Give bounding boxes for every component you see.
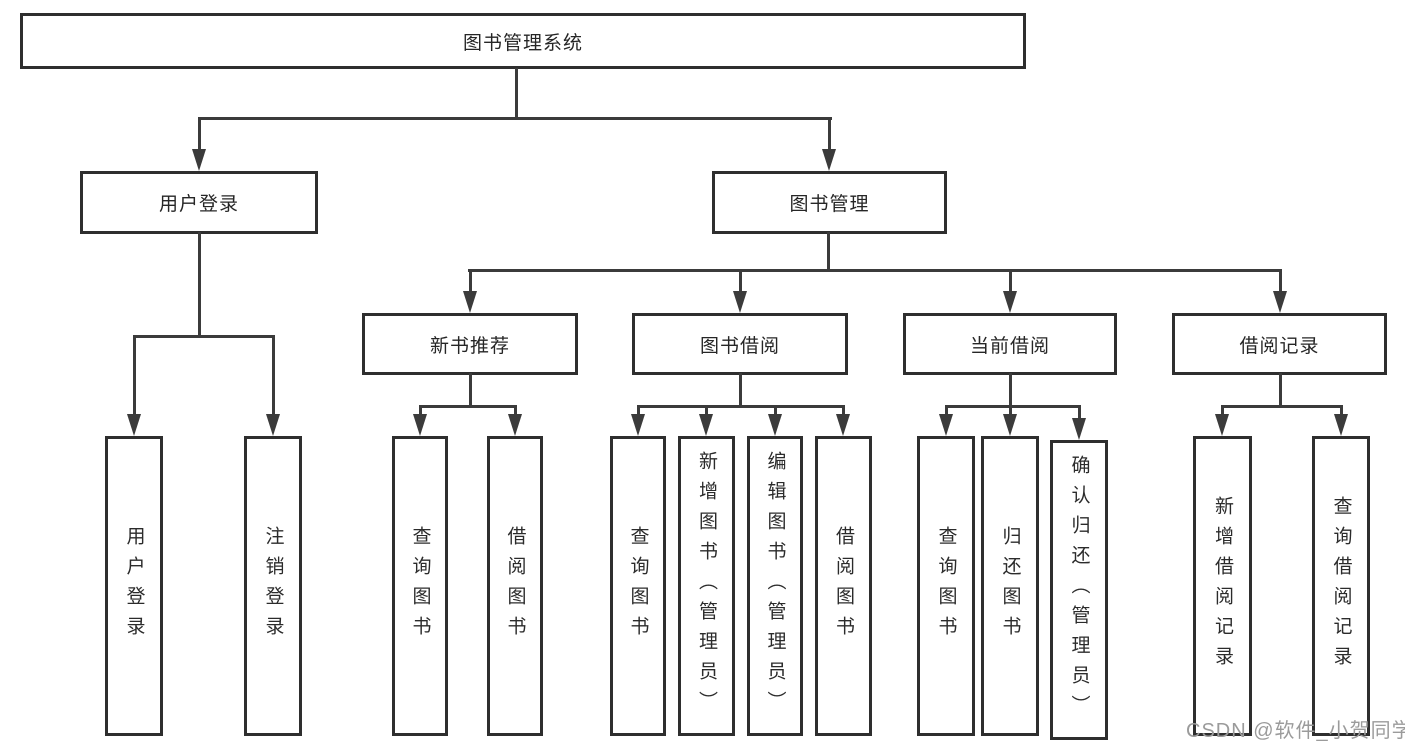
node-current-borrow-label: 当前借阅 — [969, 335, 1050, 357]
line-segment — [1279, 269, 1282, 294]
node-book-management: 图书管理 — [712, 171, 947, 234]
arrowhead-icon — [768, 414, 782, 436]
arrowhead-icon — [127, 414, 141, 436]
leaf-add-book-admin: 新增图书（管理员） — [678, 436, 735, 736]
leaf-add-borrow-record-label: 新增借阅记录 — [1212, 496, 1233, 676]
node-current-borrow: 当前借阅 — [903, 313, 1117, 375]
arrowhead-icon — [733, 291, 747, 313]
arrowhead-icon — [192, 149, 206, 171]
node-root-label: 图书管理系统 — [462, 32, 583, 54]
line-segment — [1009, 269, 1012, 294]
line-segment — [133, 335, 275, 338]
arrowhead-icon — [463, 291, 477, 313]
leaf-user-login: 用户登录 — [105, 436, 163, 736]
leaf-borrow-book-1-label: 借阅图书 — [504, 526, 526, 646]
arrowhead-icon — [508, 414, 522, 436]
line-segment — [133, 335, 136, 416]
line-segment — [827, 232, 830, 272]
line-segment — [1078, 405, 1081, 420]
line-segment — [515, 68, 518, 118]
leaf-query-borrow-record-label: 查询借阅记录 — [1330, 496, 1352, 676]
line-segment — [469, 269, 472, 294]
line-segment — [1279, 373, 1282, 408]
line-segment — [774, 405, 777, 416]
csdn-watermark: CSDN @软件_小贺同学 — [1186, 720, 1405, 742]
line-segment — [419, 405, 422, 416]
line-segment — [739, 269, 742, 294]
arrowhead-icon — [1072, 418, 1086, 440]
leaf-query-book-2-label: 查询图书 — [627, 526, 649, 646]
leaf-return-book-label: 归还图书 — [999, 526, 1021, 646]
leaf-query-book-3-label: 查询图书 — [935, 526, 957, 646]
leaf-query-book-1: 查询图书 — [392, 436, 448, 736]
line-segment — [198, 117, 832, 120]
line-segment — [1221, 405, 1224, 416]
arrowhead-icon — [631, 414, 645, 436]
arrowhead-icon — [1003, 291, 1017, 313]
line-segment — [469, 373, 472, 408]
line-segment — [468, 269, 1282, 272]
node-user-login-label: 用户登录 — [158, 194, 239, 215]
node-book-borrow: 图书借阅 — [632, 313, 848, 375]
leaf-query-borrow-record: 查询借阅记录 — [1312, 436, 1370, 736]
line-segment — [1009, 373, 1012, 408]
leaf-confirm-return-admin: 确认归还（管理员） — [1050, 440, 1108, 740]
arrowhead-icon — [1334, 414, 1348, 436]
line-segment — [945, 405, 1081, 408]
node-book-management-label: 图书管理 — [789, 194, 870, 215]
node-user-login: 用户登录 — [80, 171, 318, 234]
leaf-query-book-1-label: 查询图书 — [409, 526, 431, 646]
leaf-query-book-2: 查询图书 — [610, 436, 666, 736]
arrowhead-icon — [266, 414, 280, 436]
leaf-logout: 注销登录 — [244, 436, 302, 736]
leaf-add-book-admin-label: 新增图书（管理员） — [696, 451, 717, 721]
node-root: 图书管理系统 — [20, 13, 1026, 69]
node-new-book-recommend-label: 新书推荐 — [429, 335, 510, 357]
line-segment — [198, 117, 201, 151]
node-new-book-recommend: 新书推荐 — [362, 313, 578, 375]
line-segment — [419, 405, 517, 408]
line-segment — [945, 405, 948, 416]
arrowhead-icon — [1215, 414, 1229, 436]
leaf-borrow-book-2-label: 借阅图书 — [833, 526, 854, 646]
arrowhead-icon — [836, 414, 850, 436]
line-segment — [828, 117, 831, 151]
arrowhead-icon — [822, 149, 836, 171]
line-segment — [637, 405, 640, 416]
leaf-logout-label: 注销登录 — [262, 526, 284, 646]
line-segment — [842, 405, 845, 416]
leaf-borrow-book-2: 借阅图书 — [815, 436, 872, 736]
leaf-return-book: 归还图书 — [981, 436, 1039, 736]
line-segment — [198, 232, 201, 338]
leaf-user-login-label: 用户登录 — [123, 526, 145, 646]
leaf-edit-book-admin: 编辑图书（管理员） — [747, 436, 803, 736]
line-segment — [705, 405, 708, 416]
node-book-borrow-label: 图书借阅 — [699, 335, 780, 357]
leaf-borrow-book-1: 借阅图书 — [487, 436, 543, 736]
arrowhead-icon — [413, 414, 427, 436]
arrowhead-icon — [939, 414, 953, 436]
line-segment — [514, 405, 517, 416]
leaf-query-book-3: 查询图书 — [917, 436, 975, 736]
arrowhead-icon — [1003, 414, 1017, 436]
line-segment — [1221, 405, 1343, 408]
line-segment — [739, 373, 742, 408]
node-borrow-records-label: 借阅记录 — [1239, 335, 1320, 357]
line-segment — [1009, 405, 1012, 416]
leaf-confirm-return-admin-label: 确认归还（管理员） — [1068, 455, 1090, 725]
node-borrow-records: 借阅记录 — [1172, 313, 1387, 375]
arrowhead-icon — [1273, 291, 1287, 313]
leaf-add-borrow-record: 新增借阅记录 — [1193, 436, 1252, 736]
line-segment — [1340, 405, 1343, 416]
arrowhead-icon — [699, 414, 713, 436]
line-segment — [272, 335, 275, 416]
line-segment — [637, 405, 845, 408]
leaf-edit-book-admin-label: 编辑图书（管理员） — [764, 451, 786, 721]
